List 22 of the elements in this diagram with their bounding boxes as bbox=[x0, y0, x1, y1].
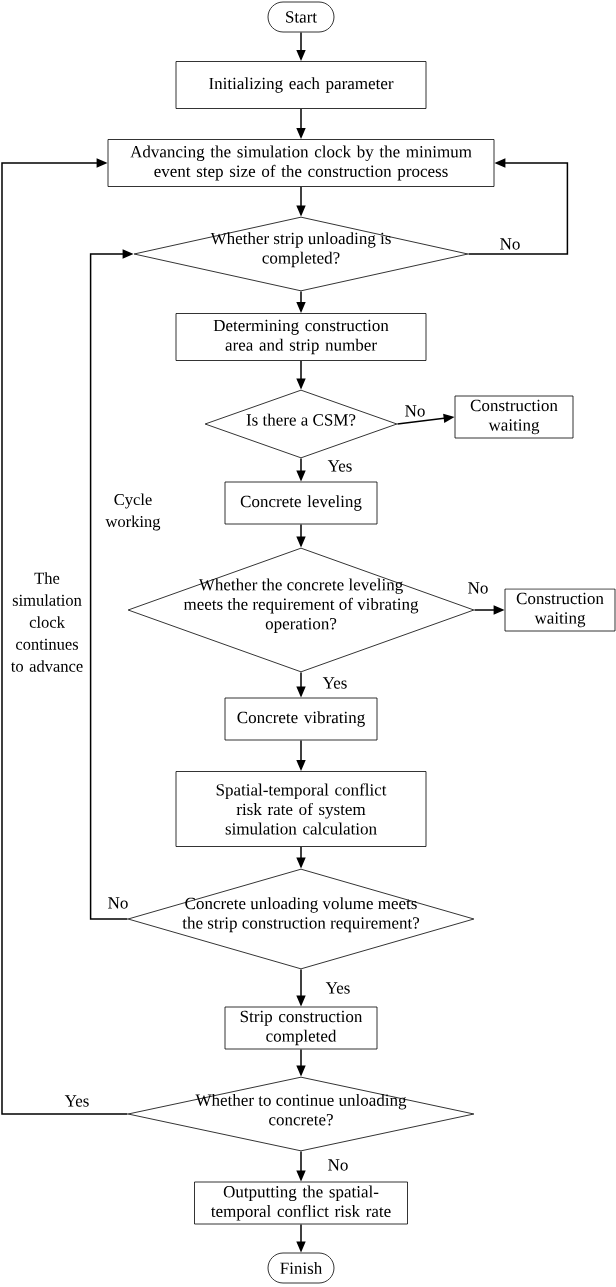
arrow bbox=[1, 158, 129, 1115]
edge-label: Yes bbox=[326, 459, 354, 473]
edge-label: No bbox=[106, 896, 130, 910]
arrow bbox=[467, 158, 569, 255]
edge-label: No bbox=[326, 1158, 350, 1172]
edge-label: Yes bbox=[321, 676, 349, 690]
process-box: Initializing each parameter bbox=[175, 61, 427, 109]
note-text: Cycle working bbox=[105, 493, 161, 531]
process-box: Concrete leveling bbox=[224, 481, 378, 525]
process-box: Outputting the spatial-temporal conflict risk rate bbox=[194, 1181, 408, 1225]
process-box: Construction waiting bbox=[504, 588, 616, 632]
note-text: The simulation clock continues to advance bbox=[10, 572, 83, 672]
process-box: Advancing the simulation clock by the minimum event step size of the construction process bbox=[107, 139, 495, 187]
process-box: Determining construction area and strip number bbox=[175, 313, 427, 361]
edge-label: Yes bbox=[324, 981, 352, 995]
process-box: Construction waiting bbox=[454, 395, 574, 439]
process-box: Concrete vibrating bbox=[224, 697, 378, 741]
edge-label: No bbox=[498, 237, 522, 251]
edge-label: Yes bbox=[63, 1094, 91, 1108]
process-box: Strip construction completed bbox=[224, 1006, 378, 1050]
process-box: Spatial-temporal conflict risk rate of system simulation calculation bbox=[175, 771, 427, 847]
edge-label: No bbox=[403, 404, 427, 418]
